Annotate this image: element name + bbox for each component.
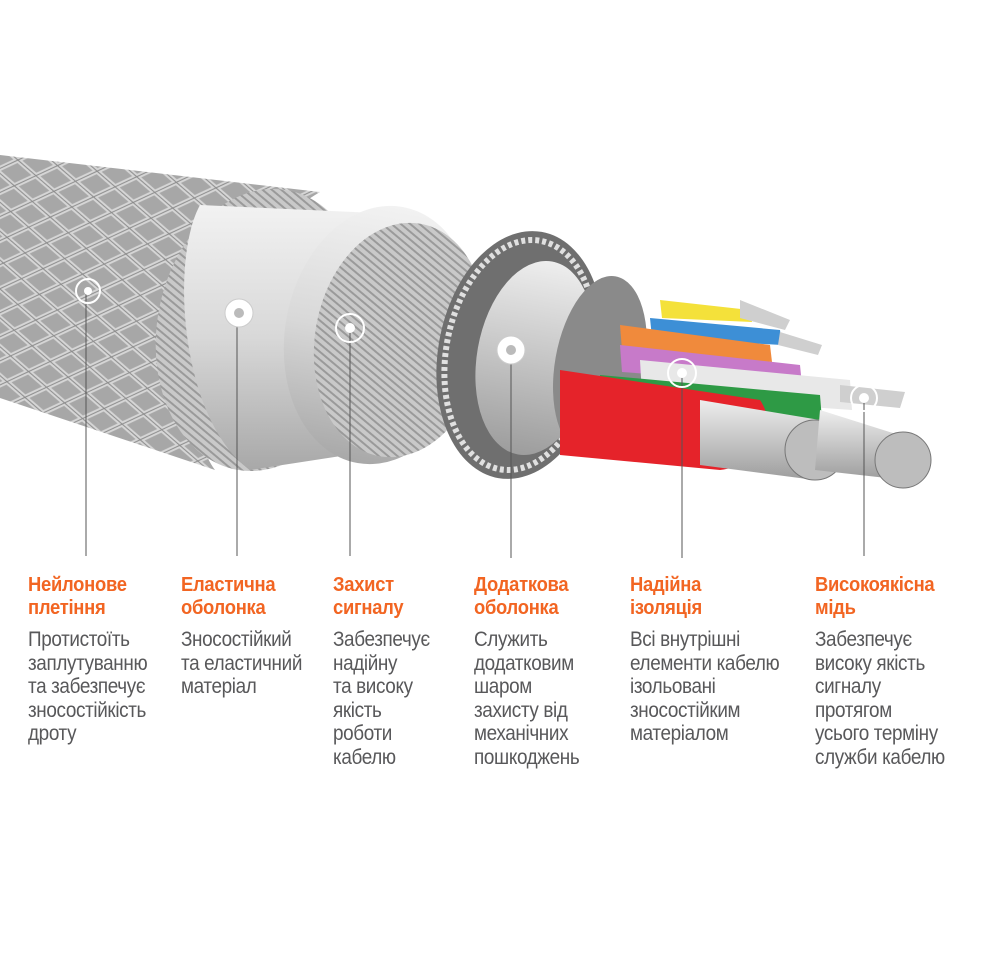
desc-line: надійну <box>333 651 398 675</box>
desc-line: роботи <box>333 722 393 745</box>
title-line: Високоякісна <box>815 574 935 596</box>
desc-line: заплутуванню <box>28 651 148 675</box>
desc-line: та еластичний <box>181 651 303 675</box>
desc-line: Служить <box>474 628 548 651</box>
desc-line: матеріалом <box>630 722 729 745</box>
desc-line: шаром <box>474 675 532 698</box>
desc-line: ізольовані <box>630 675 716 698</box>
cable-cross-section-illustration <box>0 155 932 558</box>
marker-ring-icon <box>75 278 101 304</box>
title-line: ізоляція <box>630 597 702 619</box>
title-line: плетіння <box>28 597 106 619</box>
title-line: Еластична <box>181 574 276 596</box>
title-line: оболонка <box>474 597 559 619</box>
desc-line: Забезпечує <box>333 628 430 651</box>
title-line: Захист <box>333 574 394 596</box>
desc-line: Забезпечує <box>815 628 912 651</box>
leader-insulation <box>667 358 697 558</box>
desc-line: Всі внутрішні <box>630 628 740 651</box>
desc-line: додатковим <box>474 651 574 675</box>
title-line: сигналу <box>333 597 404 619</box>
desc-line: кабелю <box>333 745 396 769</box>
desc-line: матеріал <box>181 675 257 698</box>
leader-signal-shield <box>335 313 365 556</box>
desc-line: дроту <box>28 722 77 745</box>
leader-elastic-jacket <box>224 298 254 556</box>
desc-line: якість <box>333 698 382 722</box>
desc-line: механічних <box>474 722 569 745</box>
desc-line: служби кабелю <box>815 745 945 769</box>
desc-line: усього терміну <box>815 722 938 745</box>
title-line: Додаткова <box>474 574 569 596</box>
leader-extra-jacket <box>496 335 526 558</box>
desc-line: зносостійкість <box>28 698 147 722</box>
title-line: Надійна <box>630 574 702 596</box>
leader-copper <box>850 384 878 556</box>
desc-line: пошкоджень <box>474 745 580 769</box>
desc-line: та високу <box>333 675 413 698</box>
desc-line: протягом <box>815 698 892 722</box>
desc-line: захисту від <box>474 698 568 722</box>
title-line: оболонка <box>181 597 266 619</box>
desc-line: Протистоїть <box>28 628 130 651</box>
leader-nylon-braid <box>75 278 101 556</box>
title-line: мідь <box>815 597 856 619</box>
desc-line: та забезпечує <box>28 675 146 698</box>
desc-line: Зносостійкий <box>181 628 292 651</box>
desc-line: зносостійким <box>630 698 741 722</box>
title-line: Нейлонове <box>28 574 127 596</box>
desc-line: елементи кабелю <box>630 651 780 675</box>
desc-line: сигналу <box>815 675 881 698</box>
desc-line: високу якість <box>815 651 925 675</box>
